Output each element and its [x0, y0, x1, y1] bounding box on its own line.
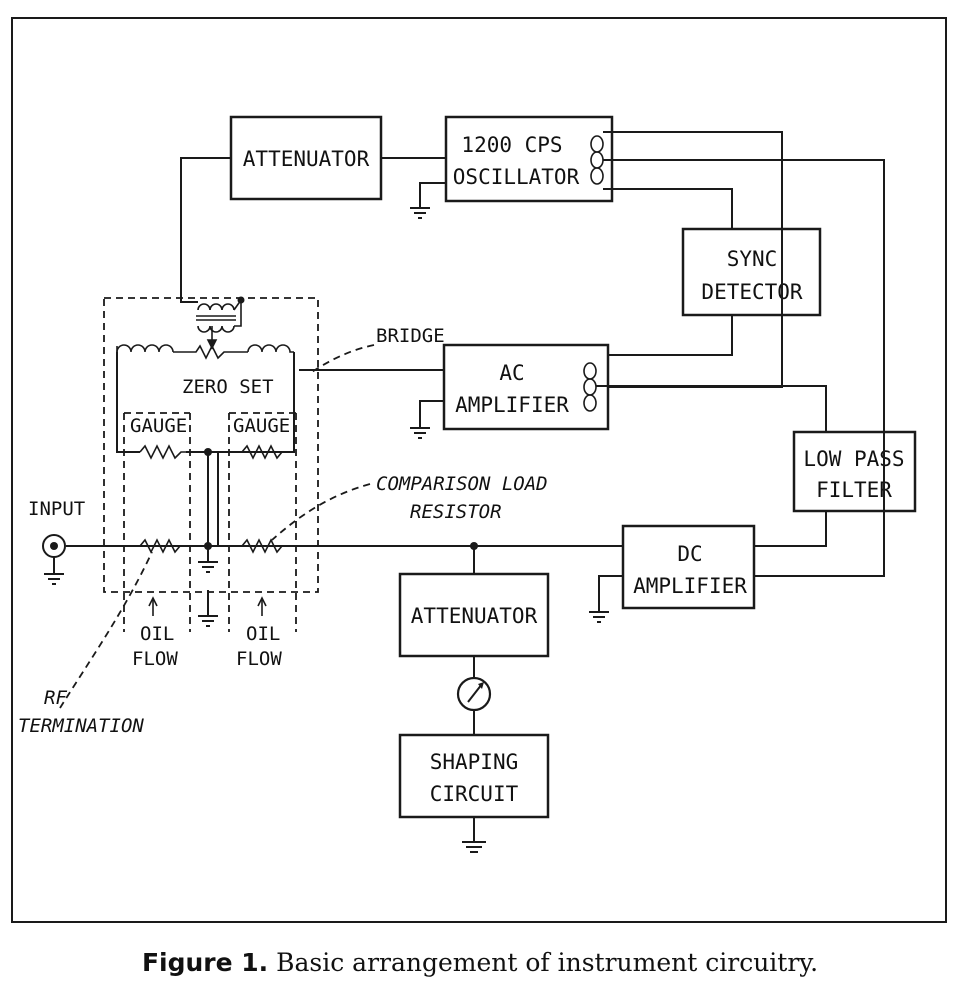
ground-icon — [44, 573, 64, 585]
svg-text:DC: DC — [677, 542, 702, 566]
oil-flow-arrows — [148, 596, 267, 616]
ground-icon — [462, 841, 486, 853]
gauge-left-label: GAUGE — [130, 415, 187, 437]
input-connector-icon — [42, 534, 66, 574]
load-resistors-icon — [139, 538, 283, 554]
ground-icon — [589, 611, 609, 623]
svg-text:SHAPING: SHAPING — [430, 750, 519, 774]
input-label: INPUT — [28, 498, 85, 520]
circuit-diagram: ATTENUATOR 1200 CPS OSCILLATOR SYNC DETE… — [11, 17, 947, 923]
svg-text:OSCILLATOR: OSCILLATOR — [453, 165, 580, 189]
oil-flow-right-label: OIL — [246, 623, 280, 645]
ground-icon — [410, 427, 430, 439]
transformer-icon — [196, 297, 242, 333]
gauge-resistors-icon — [139, 444, 294, 460]
figure-frame — [11, 17, 947, 923]
svg-text:ATTENUATOR: ATTENUATOR — [243, 147, 370, 171]
figure-number: Figure 1. — [141, 948, 269, 977]
svg-text:AMPLIFIER: AMPLIFIER — [455, 393, 569, 417]
rf-label: RF — [44, 687, 67, 709]
dc-amplifier-block: DC AMPLIFIER — [621, 524, 756, 610]
bridge-enclosure — [103, 297, 319, 632]
svg-text:CIRCUIT: CIRCUIT — [430, 782, 519, 806]
oil-flow-right-label-2: FLOW — [236, 648, 282, 670]
leader-lines — [59, 344, 375, 709]
attenuator-bottom-block: ATTENUATOR — [398, 572, 550, 658]
signal-wires — [66, 131, 885, 842]
svg-text:AMPLIFIER: AMPLIFIER — [633, 574, 747, 598]
svg-text:SYNC: SYNC — [727, 247, 778, 271]
ground-icon — [198, 561, 218, 573]
svg-text:ATTENUATOR: ATTENUATOR — [411, 604, 538, 628]
figure-caption-text: Basic arrangement of instrument circuitr… — [276, 948, 819, 977]
attenuator-top-block: ATTENUATOR — [229, 115, 383, 201]
zero-set-label: ZERO SET — [182, 376, 274, 398]
ground-icon — [410, 207, 430, 219]
svg-text:1200 CPS: 1200 CPS — [461, 133, 562, 157]
bridge-label: BRIDGE — [376, 325, 445, 347]
bridge-coils-icon — [116, 326, 294, 360]
termination-label: TERMINATION — [18, 715, 144, 737]
svg-text:FILTER: FILTER — [816, 478, 892, 502]
oil-flow-left-label: OIL — [140, 623, 174, 645]
svg-text:DETECTOR: DETECTOR — [701, 280, 803, 304]
gauge-right-label: GAUGE — [233, 415, 290, 437]
ground-icons — [44, 207, 609, 853]
svg-text:AC: AC — [499, 361, 524, 385]
meter-icon — [456, 676, 492, 712]
low-pass-filter-block: LOW PASS FILTER — [792, 430, 917, 513]
oscillator-block: 1200 CPS OSCILLATOR — [444, 115, 614, 203]
resistor-label: RESISTOR — [410, 501, 502, 523]
sync-detector-block: SYNC DETECTOR — [681, 227, 822, 317]
ground-icon — [198, 615, 218, 627]
oil-flow-left-label-2: FLOW — [132, 648, 178, 670]
shaping-circuit-block: SHAPING CIRCUIT — [398, 733, 550, 819]
figure-caption: Figure 1. Basic arrangement of instrumen… — [0, 948, 960, 977]
ac-amplifier-block: AC AMPLIFIER — [442, 343, 610, 431]
svg-text:LOW PASS: LOW PASS — [803, 447, 904, 471]
comparison-load-label: COMPARISON LOAD — [376, 473, 548, 495]
